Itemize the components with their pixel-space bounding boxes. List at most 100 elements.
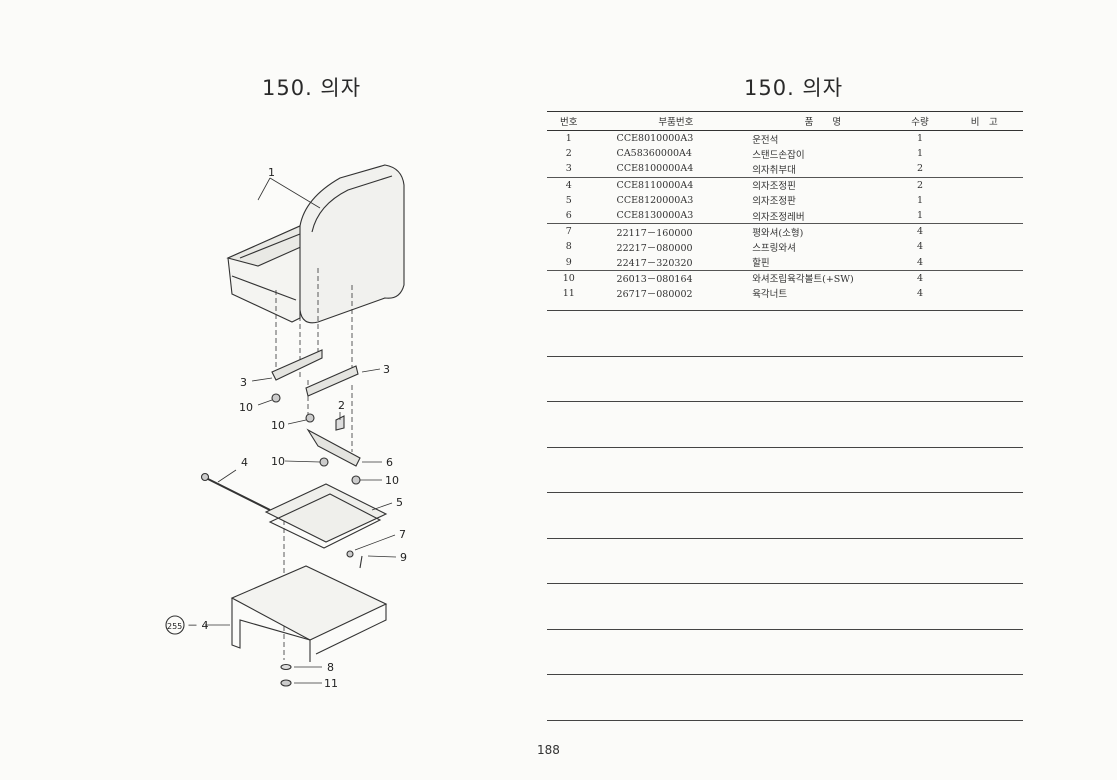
- parts-table: 번호 부품번호 품 명 수량 비 고 1 CCE8010000A3 운전석 1 …: [547, 111, 1023, 301]
- cell-no: 7: [547, 223, 591, 240]
- cell-remarks: [945, 286, 1023, 301]
- cell-name: 의자조정레버: [752, 211, 805, 223]
- cell-remarks: [945, 208, 1023, 224]
- cell-qty: 4: [916, 287, 924, 299]
- ruled-line: [547, 492, 1023, 493]
- bolt: [319, 457, 329, 467]
- callout-10: 10: [385, 474, 399, 487]
- cell-remarks: [945, 223, 1023, 240]
- cell-no: 5: [565, 194, 572, 206]
- cell-part-no: CCE8100000A4: [616, 163, 694, 175]
- header-no: 번호: [547, 111, 591, 131]
- ruled-line: [547, 356, 1023, 357]
- base-frame: [230, 565, 388, 641]
- header-remarks: 비 고: [945, 111, 1023, 131]
- callout-9: 9: [400, 551, 407, 564]
- callout-10: 10: [271, 419, 285, 432]
- washer: [346, 550, 354, 558]
- callout-255: 255: [167, 622, 182, 631]
- cell-remarks: [945, 176, 1023, 193]
- cell-qty: 1: [916, 133, 924, 145]
- ruled-line: [547, 310, 1023, 311]
- callout-3: 3: [383, 363, 390, 376]
- cell-qty: 4: [916, 256, 924, 268]
- cell-name: 와셔조립육각볼트(+SW): [736, 269, 895, 286]
- cell-no: 1: [565, 133, 572, 145]
- cell-remarks: [945, 269, 1023, 286]
- seat-exploded-diagram: 1 3 3 10 10 2 10 6 4 10 5 7 9 255 － 4 8 …: [165, 164, 407, 690]
- table-row: 4 CCE8110000A4 의자조정핀 2: [547, 176, 1023, 193]
- adjust-pin: [205, 477, 271, 511]
- callout-5: 5: [396, 496, 403, 509]
- callout-7: 7: [399, 528, 406, 541]
- cell-no: 8: [565, 241, 572, 253]
- table-row: 5 CCE8120000A3 의자조정판 1: [547, 193, 1023, 208]
- left-page-title: 150. 의자: [262, 76, 362, 100]
- cell-no: 6: [565, 210, 572, 222]
- cell-qty: 2: [894, 176, 946, 193]
- parts-table-header: 번호 부품번호 품 명 수량 비 고: [547, 111, 1023, 131]
- table-row: 8 22217－080000 스프링와셔 4: [547, 239, 1023, 254]
- ruled-line: [547, 720, 1023, 721]
- callout-10: 10: [239, 401, 253, 414]
- cell-no: 2: [565, 148, 572, 160]
- header-part-no: 부품번호: [590, 111, 737, 131]
- cell-qty: 4: [894, 269, 946, 286]
- ruled-line: [547, 447, 1023, 448]
- bolt: [351, 475, 361, 485]
- seat-bracket-right: [305, 365, 359, 397]
- ruled-line: [547, 629, 1023, 630]
- table-row: 2 CA58360000A4 스탠드손잡이 1: [547, 146, 1023, 161]
- reference-circle: [165, 615, 185, 635]
- cell-remarks: [945, 131, 1023, 147]
- cell-name: 평와셔(소형): [736, 223, 895, 240]
- cell-qty: 1: [916, 210, 924, 222]
- cell-no: 9: [565, 256, 572, 268]
- cell-qty: 4: [894, 223, 946, 240]
- ruled-line: [547, 538, 1023, 539]
- header-name: 품 명: [736, 111, 895, 131]
- callout-4: 4: [241, 456, 248, 469]
- cell-remarks: [945, 255, 1023, 271]
- cell-part-no: 26013－080164: [590, 269, 737, 286]
- cell-part-no: CCE8130000A3: [616, 210, 694, 222]
- callout-2: 2: [338, 399, 345, 412]
- cell-name: 의자조정판: [752, 196, 796, 208]
- table-row: 3 CCE8100000A4 의자취부대 2: [547, 161, 1023, 177]
- cell-remarks: [945, 239, 1023, 254]
- table-row: 1 CCE8010000A3 운전석 1: [547, 131, 1023, 147]
- cell-qty: 1: [916, 194, 924, 206]
- cell-name: 스탠드손잡이: [752, 149, 805, 161]
- callout-255-item: － 4: [187, 619, 209, 632]
- cell-part-no: CCE8120000A3: [616, 194, 694, 206]
- table-row: 9 22417－320320 할핀 4: [547, 255, 1023, 271]
- seat-bracket-left: [271, 349, 323, 381]
- hex-nut: [280, 679, 292, 687]
- split-pin: [359, 555, 363, 569]
- cell-part-no: 22117－160000: [590, 223, 737, 240]
- cell-name: 육각너트: [752, 289, 788, 301]
- cell-no: 4: [547, 176, 591, 193]
- cell-name: 운전석: [752, 134, 779, 146]
- cell-part-no: CCE8010000A3: [616, 133, 694, 145]
- cell-name: 의자취부대: [752, 164, 796, 176]
- ruled-line: [547, 583, 1023, 584]
- cell-remarks: [945, 161, 1023, 177]
- right-page-title: 150. 의자: [744, 76, 844, 100]
- spring-washer: [280, 663, 292, 671]
- ruled-line: [547, 674, 1023, 675]
- cell-qty: 1: [916, 148, 924, 160]
- stand-handle: [335, 415, 345, 431]
- cell-name: 할핀: [752, 258, 770, 270]
- cell-remarks: [945, 146, 1023, 161]
- bolt: [305, 413, 315, 423]
- seat-backrest: [299, 164, 405, 324]
- callout-6: 6: [386, 456, 393, 469]
- cell-part-no: 22217－080000: [616, 242, 693, 254]
- page-number: 188: [537, 743, 560, 757]
- table-row: 10 26013－080164 와셔조립육각볼트(+SW) 4: [547, 269, 1023, 286]
- header-qty: 수량: [894, 111, 946, 131]
- cell-no: 11: [562, 287, 575, 299]
- adjust-lever: [306, 428, 361, 467]
- cell-name: 의자조정핀: [736, 176, 895, 193]
